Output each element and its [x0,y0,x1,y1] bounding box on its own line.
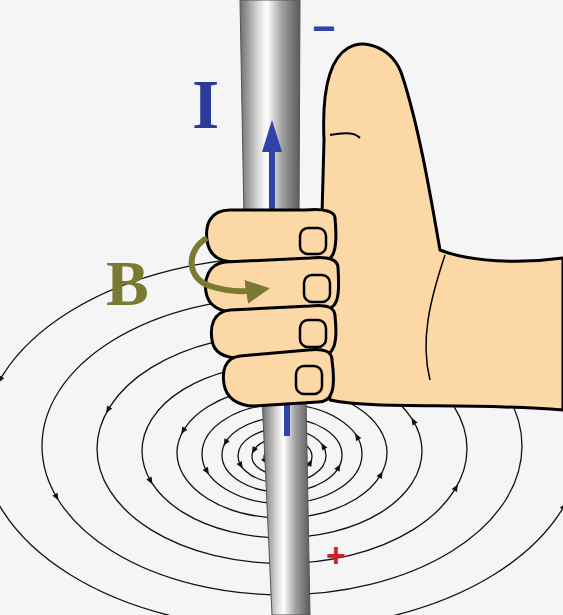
field-direction-arrow [192,238,258,291]
field-arrowhead [221,438,230,447]
wire-upper [240,0,300,220]
field-arrowhead [104,405,113,414]
field-arrowhead [452,483,461,492]
field-arrowhead [0,375,4,384]
current-label: I [192,70,219,140]
field-arrowhead [249,446,258,455]
wire-lower [262,395,310,615]
field-arrowhead [353,432,362,441]
polarity-sign: + [326,538,346,572]
field-arrowhead [203,467,212,476]
hand-palm [322,44,563,410]
field-arrowhead [237,461,246,470]
field-arrowhead [334,463,343,472]
field-label: B [106,252,149,316]
field-arrowhead [179,426,188,435]
fingers [206,209,339,406]
field-arrowhead [409,416,418,425]
field-arrowhead [560,502,563,511]
field-arrowhead [377,470,386,479]
field-arrowhead [319,442,328,451]
field-arrowhead [146,477,155,486]
palm-crease [426,255,445,380]
polarity-sign: − [312,8,335,48]
current-arrowhead [262,120,282,152]
field-arrowhead [52,493,61,502]
fingernails [296,228,330,394]
thumb-crease [330,133,360,138]
current-arrow [269,150,275,215]
